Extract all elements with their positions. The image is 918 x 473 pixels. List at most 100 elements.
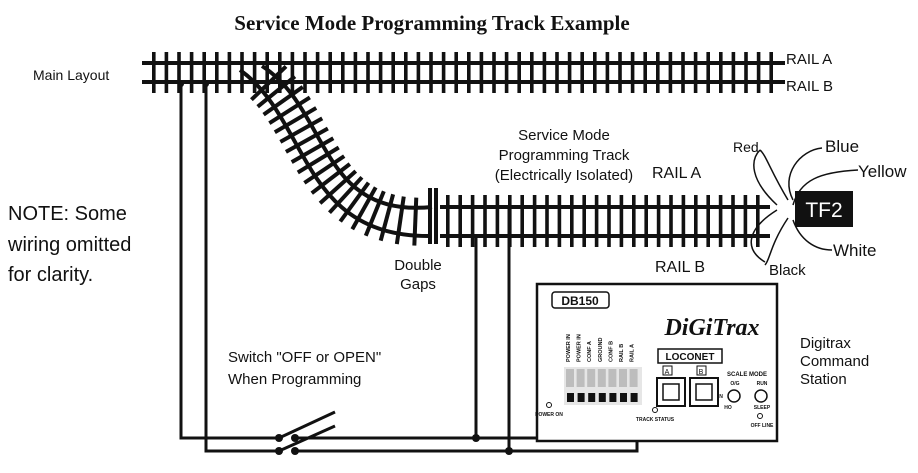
decoder-icon: TF2	[795, 191, 853, 227]
run-label: RUN	[757, 381, 768, 387]
terminal-label: CONF B	[608, 341, 614, 362]
terminal-label: CONF A	[587, 341, 593, 362]
main-layout-label: Main Layout	[33, 67, 109, 83]
wire-blue-label: Blue	[825, 137, 859, 156]
curve-track-tie	[256, 74, 297, 109]
prog-track-tie	[656, 195, 661, 247]
loconet-badge	[657, 348, 723, 364]
prog-track-tie	[607, 195, 611, 247]
prog-track-tie	[681, 195, 686, 247]
main-track-tie	[152, 52, 156, 93]
prog-track-tie	[532, 195, 537, 247]
main-track-tie	[567, 52, 572, 93]
scale-knob	[727, 389, 741, 403]
main-track-tie	[668, 52, 673, 93]
off-line-label: OFF LINE	[751, 423, 774, 429]
prog-rail-b-label: RAIL B	[655, 259, 705, 276]
terminal-block	[564, 367, 642, 405]
prog-track-tie	[470, 195, 475, 247]
n-label: N	[719, 394, 723, 400]
power-on-label: POWER ON	[535, 412, 563, 418]
switch-label-2: When Programming	[228, 371, 361, 388]
main-track-tie	[756, 52, 761, 93]
main-track-tie	[265, 52, 269, 93]
gap-marker-4	[434, 214, 438, 244]
main-track-tie	[328, 52, 332, 93]
main-track-tie	[504, 52, 509, 93]
main-track-tie	[517, 52, 521, 93]
main-track-tie	[492, 52, 496, 93]
wire-yellow-label: Yellow	[858, 162, 907, 181]
main-track-tie	[530, 52, 534, 93]
main-track-tie	[215, 52, 219, 93]
prog-track-tie	[582, 195, 586, 247]
main-track-tie	[706, 52, 710, 93]
prog-track-tie	[694, 195, 698, 247]
prog-track-tie	[731, 195, 735, 247]
main-rail-b	[142, 80, 785, 84]
wire-black-label: Black	[769, 262, 806, 279]
scale-mode-label: SCALE MODE	[727, 372, 767, 378]
prog-track-tie	[545, 195, 549, 247]
programming-track-ties	[446, 195, 760, 247]
terminal-screw	[588, 393, 596, 402]
curve-track-tie	[394, 196, 406, 245]
terminal-label: POWER IN	[566, 334, 572, 362]
main-track-tie	[681, 52, 685, 93]
main-track-tie	[479, 52, 484, 93]
terminal-label: GROUND	[598, 338, 604, 362]
terminal-screw	[620, 393, 627, 402]
prog-track-tie	[743, 195, 748, 247]
prog-track-tie	[594, 195, 599, 247]
service-track-label-2: Programming Track	[499, 147, 630, 164]
main-track-tie	[378, 52, 383, 93]
main-track-tie	[630, 52, 635, 93]
curve-track-tie	[250, 65, 288, 102]
terminal-screw	[609, 393, 617, 402]
main-track-tie	[643, 52, 647, 93]
diagram-title: Service Mode Programming Track Example	[234, 11, 629, 35]
curve-track-tie	[279, 116, 324, 144]
main-track-tie	[467, 52, 471, 93]
double-gaps-label-1: Double	[394, 257, 442, 274]
turnout-curve-track	[238, 64, 433, 246]
port-a-label: A	[665, 369, 670, 376]
main-track-tie	[731, 52, 736, 93]
main-track-tie	[252, 52, 257, 93]
prog-rail-a	[440, 205, 770, 209]
switch-icon	[178, 81, 513, 455]
terminal-screw	[630, 393, 638, 402]
station-label-3: Station	[800, 371, 847, 388]
main-rail-a-label: RAIL A	[786, 51, 832, 68]
main-track-tie	[366, 52, 370, 93]
og-label: O/G	[730, 381, 739, 387]
service-track-label-1: Service Mode	[518, 127, 610, 144]
ho-label: HO	[724, 405, 732, 411]
curve-track-tie	[262, 85, 304, 117]
main-track-tie	[404, 52, 408, 93]
main-track-tie	[315, 52, 320, 93]
programming-track	[428, 188, 770, 247]
main-track-tie	[441, 52, 446, 93]
prog-rail-a-label: RAIL A	[652, 165, 702, 182]
wire-white-label: White	[833, 241, 876, 260]
terminal-slot	[608, 369, 617, 387]
wire-prog-b	[295, 238, 478, 440]
main-rail-a	[142, 61, 785, 65]
service-track-label-3: (Electrically Isolated)	[495, 167, 633, 184]
curve-track-tie	[412, 197, 419, 246]
prog-track-tie	[570, 195, 574, 247]
terminal-label: RAIL B	[619, 344, 625, 362]
prog-track-tie	[756, 195, 760, 247]
main-track-tie	[164, 52, 169, 93]
digitrax-logo-icon: DiGiTrax	[663, 315, 759, 341]
decoder-name: TF2	[805, 199, 842, 222]
note-line-1: NOTE: Some	[8, 203, 127, 225]
main-track-tie	[769, 52, 773, 93]
terminal-screw	[567, 393, 574, 402]
prog-track-tie	[632, 195, 636, 247]
prog-track-tie	[495, 195, 500, 247]
station-label-2: Command	[800, 353, 869, 370]
